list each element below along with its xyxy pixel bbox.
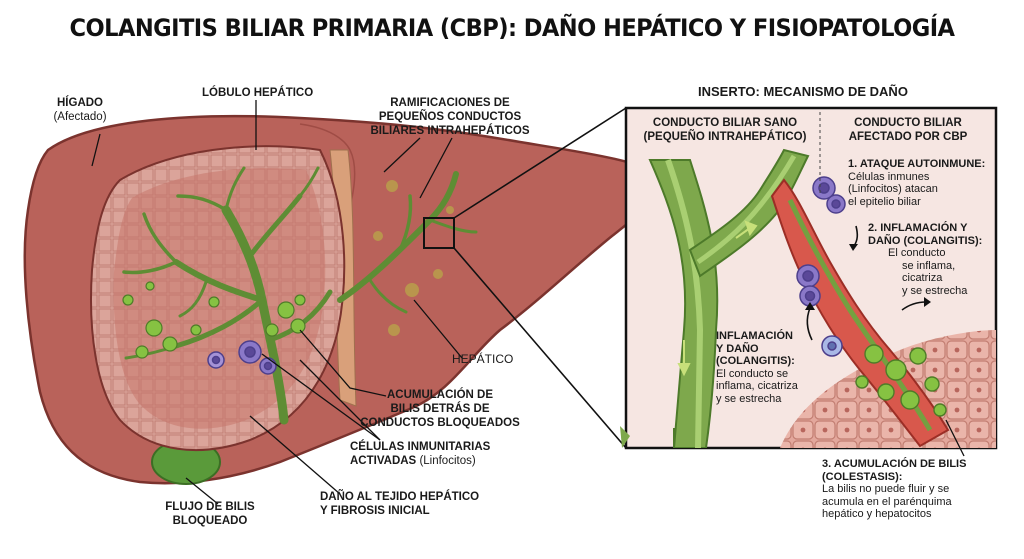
lymphocytes xyxy=(207,340,277,375)
label-step3: 3. ACUMULACIÓN DE BILIS (COLESTASIS): La… xyxy=(822,458,967,520)
label-affected-duct: CONDUCTO BILIAR AFECTADO POR CBP xyxy=(848,117,968,143)
label-step2: 2. INFLAMACIÓN Y DAÑO (COLANGITIS): El c… xyxy=(868,222,983,297)
inset-title: INSERTO: MECANISMO DE DAÑO xyxy=(698,84,908,99)
label-bile-accumulation: ACUMULACIÓN DE BILIS DETRÁS DE CONDUCTOS… xyxy=(360,389,520,429)
leader-lines xyxy=(91,100,463,505)
label-hepatic-lobule: LÓBULO HEPÁTICO xyxy=(202,87,314,99)
label-step1: 1. ATAQUE AUTOINMUNE: Células inmunes (L… xyxy=(848,158,986,208)
label-healthy-duct: CONDUCTO BILIAR SANO (PEQUEÑO INTRAHEPÁT… xyxy=(643,117,807,143)
label-liver: HÍGADO (Afectado) xyxy=(30,96,130,124)
label-immune-cells: CÉLULAS INMUNITARIAS ACTIVADAS (Linfocit… xyxy=(350,441,491,467)
label-hepatic: HEPÁTICO xyxy=(452,352,514,366)
label-blocked-flow: FLUJO DE BILIS BLOQUEADO xyxy=(165,501,255,527)
label-duct-branches: RAMIFICACIONES DE PEQUEÑOS CONDUCTOS BIL… xyxy=(370,97,530,137)
label-liver-sub: (Afectado) xyxy=(53,111,107,123)
page-title: COLANGITIS BILIAR PRIMARIA (CBP): DAÑO H… xyxy=(69,14,955,42)
label-tissue-damage: DAÑO AL TEJIDO HEPÁTICO Y FIBROSIS INICI… xyxy=(320,491,480,517)
inset-panel xyxy=(624,106,998,450)
inset-marker xyxy=(423,217,455,249)
label-liver-title: HÍGADO xyxy=(57,97,103,109)
bile-duct-tree xyxy=(122,166,478,425)
bile-droplets xyxy=(122,281,306,359)
label-mid-inflammation: INFLAMACIÓN Y DAÑO (COLANGITIS): El cond… xyxy=(716,330,798,405)
bile-deposits xyxy=(373,180,454,336)
liver xyxy=(23,114,670,485)
